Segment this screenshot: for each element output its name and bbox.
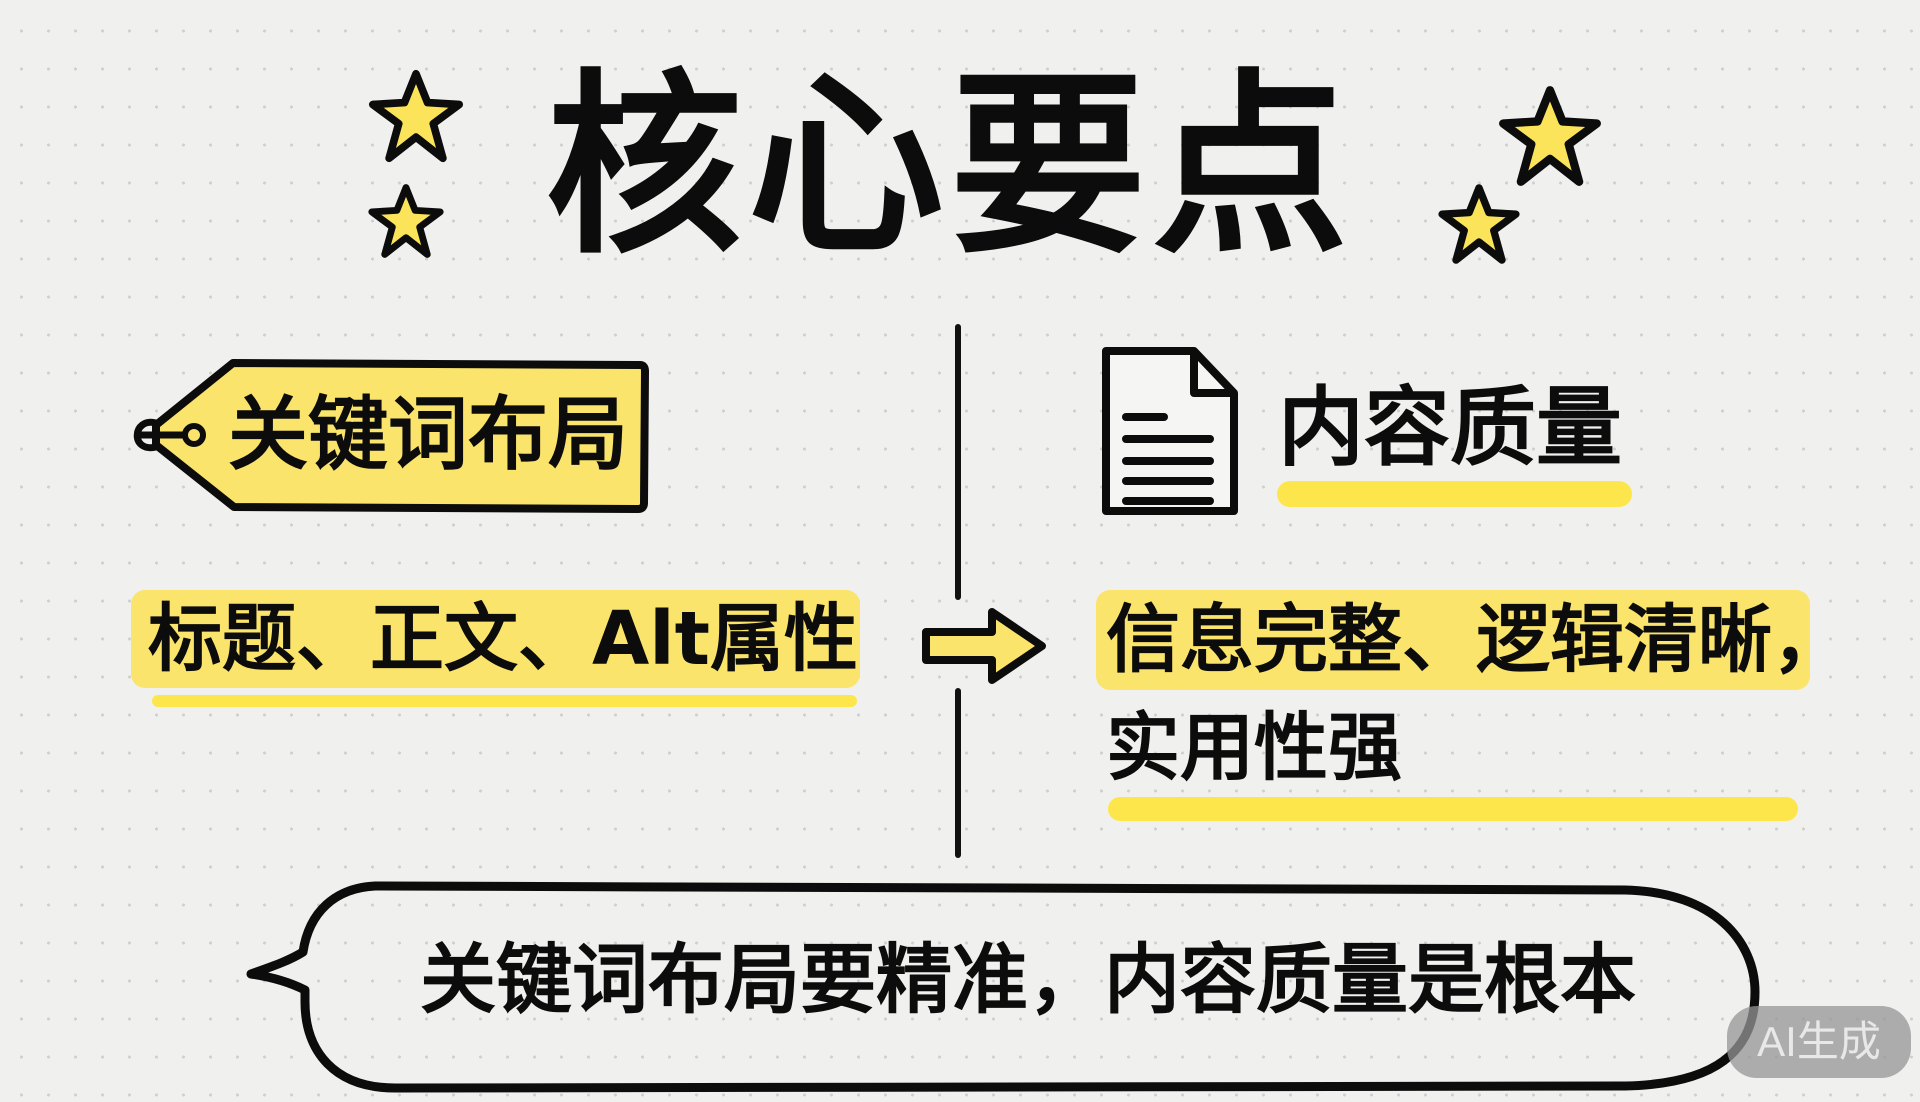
left-underline	[152, 695, 857, 707]
quality-underline	[1277, 481, 1632, 507]
star-icon	[368, 184, 444, 258]
right-detail-line2: 实用性强	[1106, 705, 1402, 791]
quality-heading: 内容质量	[1278, 378, 1622, 478]
tag-label: 关键词布局	[228, 388, 628, 481]
right-highlight	[1096, 590, 1810, 690]
ai-generated-badge: AI生成	[1727, 1006, 1911, 1078]
page-title: 核心要点	[545, 53, 1354, 281]
left-highlight	[131, 590, 860, 688]
divider-bottom	[955, 688, 961, 858]
right-underline	[1108, 797, 1798, 821]
right-detail-line1: 信息完整、逻辑清晰，	[1106, 597, 1846, 683]
tag-icon	[133, 359, 649, 513]
speech-bubble	[246, 881, 1760, 1093]
star-icon	[1438, 184, 1520, 264]
arrow-right-icon	[922, 608, 1046, 684]
document-icon	[1102, 347, 1238, 515]
left-detail: 标题、正文、Alt属性	[148, 596, 859, 682]
divider-top	[955, 324, 961, 600]
star-icon	[368, 69, 464, 163]
star-icon	[1499, 86, 1601, 186]
summary-text: 关键词布局要精准，内容质量是根本	[420, 935, 1636, 1024]
